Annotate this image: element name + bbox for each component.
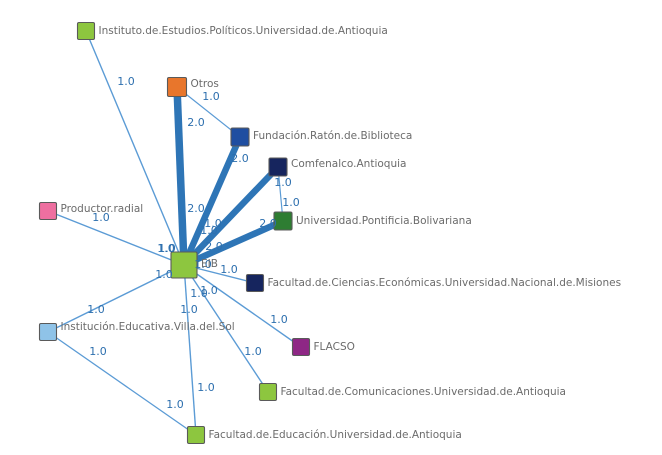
graph-node-productor_radial[interactable]: [38, 201, 58, 221]
edge-weight-label: 1.0: [166, 398, 184, 411]
graph-node-instituto_estudios_politicos[interactable]: [76, 21, 96, 41]
edge-weight-label: 1.0: [155, 268, 173, 281]
edge-weight-label: 1.0: [89, 345, 107, 358]
edge-weight-label: 1.0: [158, 242, 176, 255]
graph-edge[interactable]: [181, 135, 243, 267]
edge-weight-label: 1.0: [282, 196, 300, 209]
graph-edge[interactable]: [47, 331, 197, 436]
edge-weight-label: 1.0: [274, 176, 292, 189]
edge-weight-label: 1.0: [117, 75, 135, 88]
edge-weight-label: 2.0: [187, 202, 205, 215]
edge-weight-label: 1.0: [244, 345, 262, 358]
edge-weight-label: 2.0: [187, 116, 205, 129]
graph-node-flacso[interactable]: [291, 337, 311, 357]
graph-node-fundacion_raton_biblioteca[interactable]: [230, 127, 250, 147]
edge-weight-label: 2.0: [259, 217, 277, 230]
nodes-layer: [38, 21, 311, 445]
graph-edge[interactable]: [85, 30, 185, 266]
graph-edge[interactable]: [183, 264, 269, 393]
graph-node-institucion_educativa_villa_del_sol[interactable]: [38, 322, 58, 342]
graph-node-otros[interactable]: [166, 76, 188, 98]
edge-weight-label: 2.0: [205, 240, 223, 253]
edge-weight-label: 1.0: [202, 90, 220, 103]
node-label-facultad_comunicaciones: Facultad.de.Comunicaciones.Universidad.d…: [281, 386, 567, 398]
graph-node-universidad_pontificia_bolivariana[interactable]: [273, 211, 293, 231]
edge-weight-label: 1.0: [197, 381, 215, 394]
node-label-comfenalco_antioquia: Comfenalco.Antioquia: [291, 158, 406, 170]
graph-edge[interactable]: [47, 264, 185, 333]
edge-weight-label: 1.0: [200, 284, 218, 297]
edge-weight-label: 1.0: [157, 242, 175, 255]
node-label-instituto_estudios_politicos: Instituto.de.Estudios.Políticos.Universi…: [99, 25, 388, 37]
edge-weight-label: 1.0: [87, 303, 105, 316]
graph-edge[interactable]: [182, 218, 285, 268]
node-label-fundacion_raton_biblioteca: Fundación.Ratón.de.Biblioteca: [253, 130, 412, 142]
graph-node-comfenalco_antioquia[interactable]: [268, 157, 288, 177]
graph-node-eib[interactable]: [170, 251, 198, 279]
node-label-facultad_educacion: Facultad.de.Educación.Universidad.de.Ant…: [209, 429, 462, 441]
graph-edge[interactable]: [183, 264, 302, 348]
node-label-facultad_ciencias_economicas: Facultad.de.Ciencias.Económicas.Universi…: [268, 277, 622, 289]
node-label-productor_radial: Productor.radial: [61, 203, 144, 215]
edge-weight-label: 1.0: [200, 224, 218, 237]
graph-edge[interactable]: [181, 164, 281, 268]
edge-weight-label: 1.0: [92, 211, 110, 224]
graph-edge[interactable]: [173, 86, 188, 266]
node-label-institucion_educativa_villa_del_sol: Institución.Educativa.Villa.del.Sol: [61, 321, 235, 333]
edge-labels-layer: 1.01.02.02.01.02.01.01.01.01.02.02.01.01…: [87, 75, 300, 411]
edge-weight-label: 1.0: [220, 263, 238, 276]
graph-node-facultad_ciencias_economicas[interactable]: [245, 273, 265, 293]
edge-weight-label: 1.0: [194, 258, 212, 271]
node-label-otros: Otros: [191, 78, 219, 90]
node-label-flacso: FLACSO: [314, 341, 355, 353]
graph-edge[interactable]: [176, 86, 241, 138]
graph-node-facultad_comunicaciones[interactable]: [258, 382, 278, 402]
node-labels-layer: Instituto.de.Estudios.Políticos.Universi…: [61, 25, 622, 441]
edge-weight-label: 1.0: [180, 303, 198, 316]
edge-weight-label: 1.0: [190, 287, 208, 300]
edge-weight-label: 1.0: [270, 313, 288, 326]
node-label-universidad_pontificia_bolivariana: Universidad.Pontificia.Bolivariana: [296, 215, 472, 227]
edge-weight-label: 1.0: [204, 217, 222, 230]
graph-edge[interactable]: [183, 264, 197, 436]
edge-weight-label: 2.0: [231, 152, 249, 165]
graph-edge[interactable]: [47, 210, 185, 266]
graph-node-facultad_educacion[interactable]: [186, 425, 206, 445]
node-label-eib: EIB: [201, 258, 218, 270]
